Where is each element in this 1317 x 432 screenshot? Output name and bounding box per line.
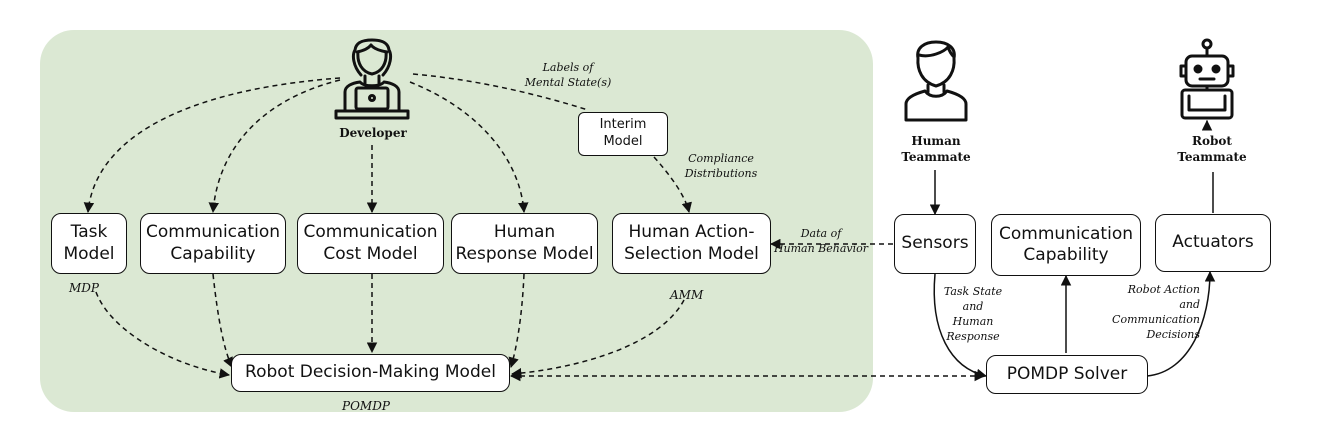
human-response-to-rdm-arrow [508, 273, 525, 369]
human-response-model-box: Human Response Model [451, 213, 598, 274]
pomdp-solver-to-actuators-arrow [1146, 270, 1216, 377]
amm-label: AMM [670, 288, 704, 302]
action-selection-to-rdm-arrow [510, 299, 685, 379]
communication-capability-right-box: Communication Capability [991, 214, 1141, 276]
task-model-box: Task Model [51, 213, 127, 274]
developer-to-comm-capability-arrow [208, 79, 341, 214]
compliance-distributions-label: Compliance Distributions [684, 152, 758, 180]
human-teammate-label: Human Teammate [901, 134, 971, 164]
actuators-box: Actuators [1155, 214, 1271, 272]
robot-decision-making-model-box: Robot Decision-Making Model [231, 354, 510, 392]
robot-action-communication-decisions-label: Robot Action and Communication Decisions [1112, 283, 1200, 341]
communication-capability-box: Communication Capability [140, 213, 286, 274]
task-state-human-response-label: Task State and Human Response [943, 285, 1003, 343]
sensors-to-pomdp-solver-arrow [933, 273, 988, 380]
robot-teammate-label: Robot Teammate [1177, 134, 1247, 164]
developer-to-task-model-arrow [83, 77, 341, 214]
sensors-box: Sensors [894, 214, 976, 274]
developer-icon [334, 38, 410, 120]
task-model-to-rdm-arrow [95, 291, 231, 379]
interim-model-box: Interim Model [578, 112, 668, 156]
data-of-human-behavior-label: Data of Human Behavior [773, 227, 869, 255]
comm-capability-to-rdm-arrow [212, 273, 233, 368]
robot-teammate-icon [1179, 38, 1235, 131]
developer-to-human-response-arrow [409, 81, 529, 214]
pomdp-label: POMDP [342, 399, 390, 413]
human-teammate-icon [904, 40, 968, 122]
developer-label: Developer [339, 126, 407, 140]
labels-of-mental-states-label: Labels of Mental State(s) [524, 61, 612, 89]
communication-cost-model-box: Communication Cost Model [297, 213, 444, 274]
pomdp-solver-box: POMDP Solver [986, 355, 1148, 394]
human-action-selection-model-box: Human Action- Selection Model [612, 213, 771, 274]
mdp-label: MDP [69, 281, 99, 295]
